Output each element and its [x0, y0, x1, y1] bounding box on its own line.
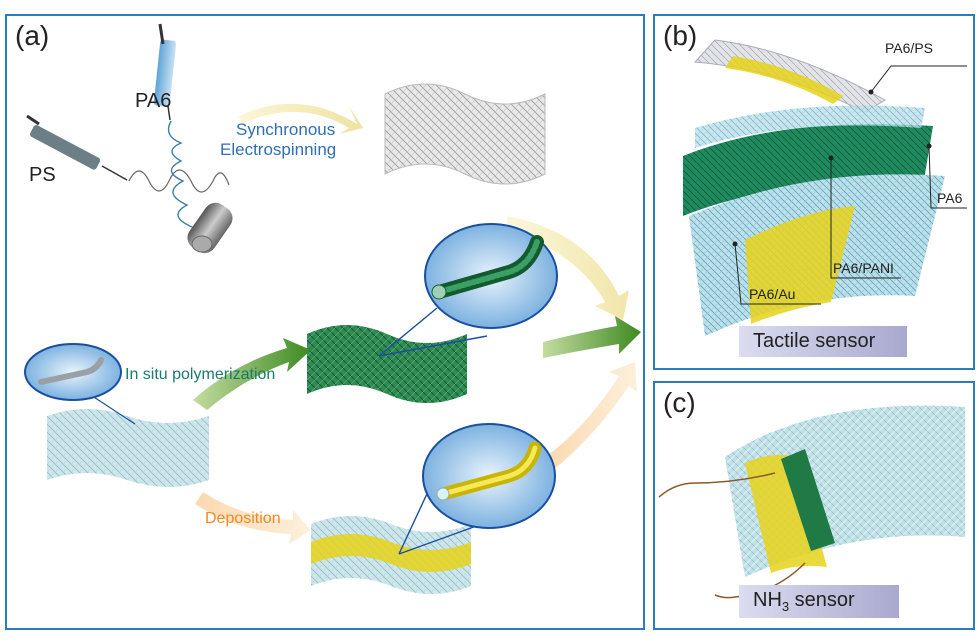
pa6-ps-mat: [384, 83, 546, 185]
arrow-electrospinning: [239, 103, 363, 134]
nh3-sensor-label: NH3 sensor: [739, 585, 899, 618]
panel-b: (b): [653, 14, 975, 370]
nh3-sensor-prefix: NH: [753, 589, 782, 611]
arrow-to-b-mid: [543, 316, 641, 358]
pani-layer: [683, 124, 933, 216]
arrow-to-c: [547, 362, 637, 470]
panel-c: (c) NH3 sensor: [653, 381, 975, 630]
pa6-jet: [167, 120, 198, 230]
pa6-mat: [47, 409, 209, 487]
pa6-ps-label: PA6/PS: [885, 40, 933, 56]
panel-a-label: (a): [15, 20, 50, 51]
ps-jet: [128, 169, 230, 193]
panel-c-label: (c): [663, 387, 696, 418]
arrow-in-situ: [193, 338, 311, 410]
collector-drum: [187, 202, 233, 254]
pa6-layer-label: PA6: [937, 190, 963, 206]
pa6-pani-label: PA6/PANI: [833, 260, 894, 276]
panel-b-illustration: [683, 39, 967, 336]
panel-a-illustration: [24, 23, 641, 594]
pa6-au-label: PA6/Au: [749, 286, 796, 302]
nh3-sensor-sub: 3: [781, 599, 790, 614]
panel-a: (a): [5, 14, 645, 630]
synchronous-label: Synchronous: [236, 120, 336, 139]
deposition-label: Deposition: [205, 510, 281, 527]
electrospinning-label: Electrospinning: [220, 140, 337, 159]
ps-label: PS: [29, 164, 56, 186]
pa6-syringe: [153, 23, 177, 121]
nh3-sensor-suffix: sensor: [789, 589, 855, 611]
tactile-sensor-label: Tactile sensor: [739, 326, 907, 357]
arrow-deposition: [195, 492, 311, 544]
panel-b-label: (b): [663, 20, 698, 51]
pa6-label: PA6: [135, 90, 172, 112]
ps-syringe: [26, 114, 128, 181]
panel-c-illustration: [658, 405, 965, 599]
pani-mat: [307, 325, 467, 403]
in-situ-label: In situ polymerization: [125, 366, 276, 383]
